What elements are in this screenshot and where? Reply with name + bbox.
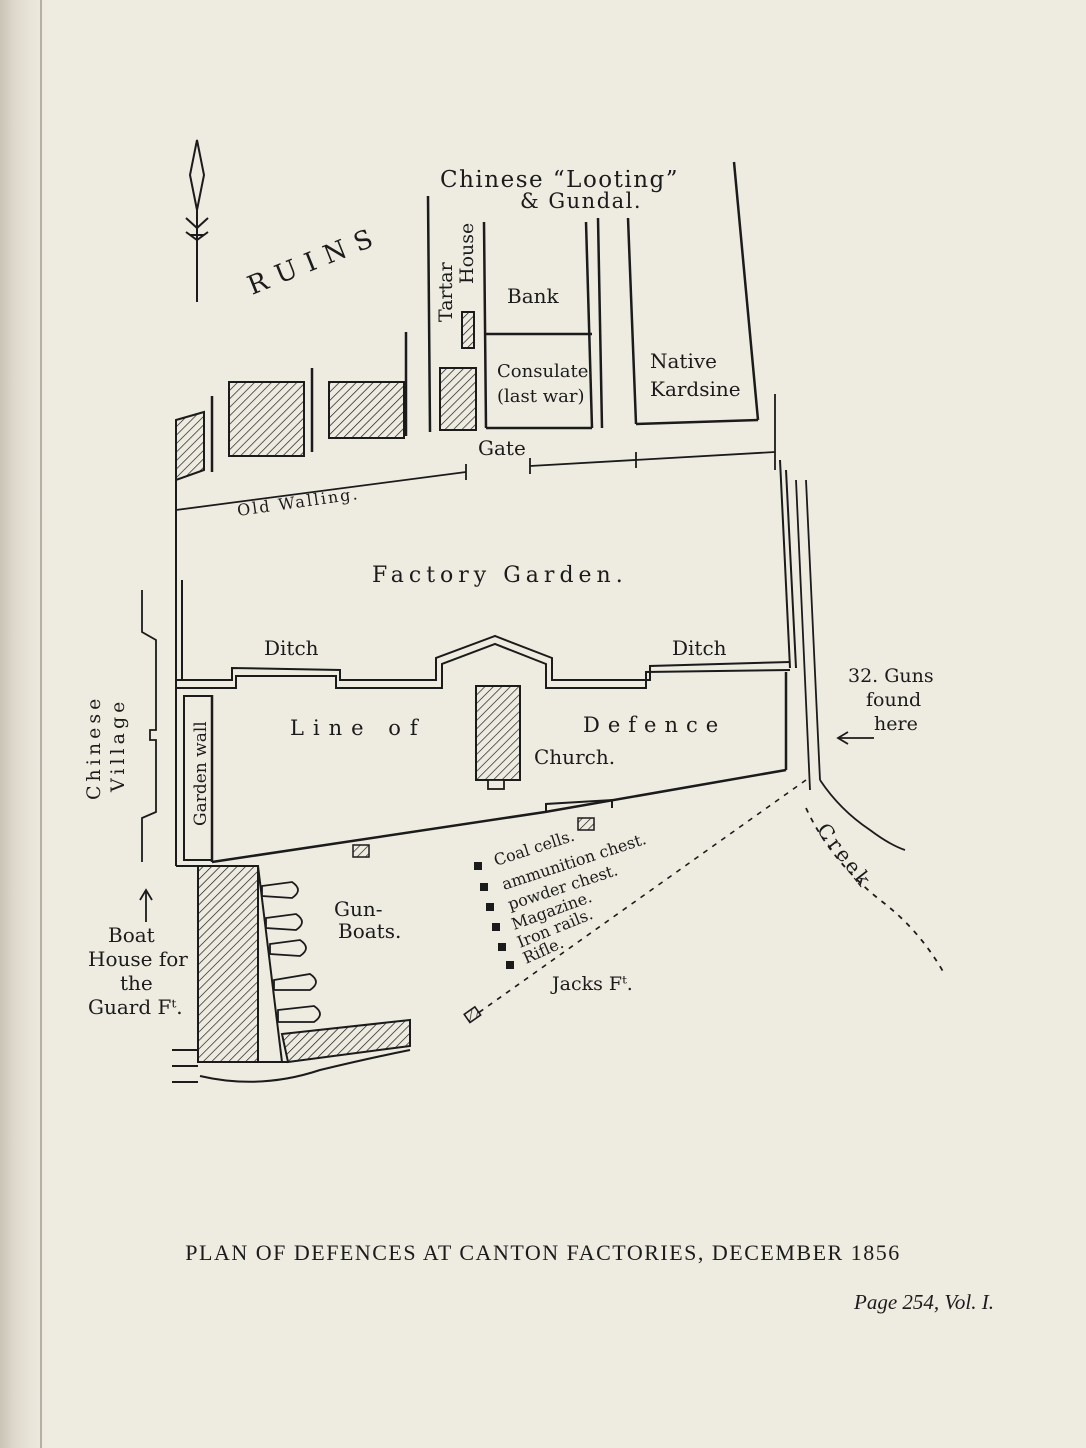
street-lines bbox=[210, 161, 760, 472]
village-boundary bbox=[141, 590, 157, 862]
church-label: Church. bbox=[534, 745, 615, 769]
boat-house-label-line1: Boat bbox=[108, 923, 155, 947]
chinese-label: Chinese bbox=[83, 695, 105, 800]
factory-garden-label: Factory Garden. bbox=[372, 563, 628, 588]
house-label: House bbox=[456, 223, 478, 284]
looting-label-line2: & Gundal. bbox=[520, 189, 642, 213]
block-marker bbox=[577, 817, 595, 831]
stores-markers bbox=[474, 862, 514, 969]
guns-label-line3: here bbox=[874, 713, 918, 735]
tartar-label: Tartar bbox=[435, 261, 457, 322]
boat-house-label-line2: House for bbox=[88, 947, 188, 971]
block-marker bbox=[352, 844, 370, 858]
garden-wall bbox=[183, 695, 213, 861]
gate-label: Gate bbox=[478, 436, 526, 460]
guns-label-line1: 32. Guns bbox=[848, 665, 934, 687]
looting-label-line1: Chinese “Looting” bbox=[440, 167, 679, 193]
old-walling bbox=[175, 394, 776, 511]
creek bbox=[795, 479, 946, 976]
gun-boats-label-line1: Gun- bbox=[334, 897, 383, 921]
church-porch bbox=[487, 779, 505, 790]
boat-house-label-line4: Guard Fᵗ. bbox=[88, 995, 183, 1019]
arrow-left-icon bbox=[836, 731, 874, 745]
defence-label: Defence bbox=[583, 713, 726, 737]
line-of-label: Line of bbox=[290, 716, 427, 740]
village-label: Village bbox=[107, 698, 129, 793]
bastion-marker bbox=[545, 798, 613, 812]
north-arrow-icon bbox=[185, 139, 209, 302]
factory-garden-walls bbox=[175, 459, 797, 866]
ditch-left-label: Ditch bbox=[264, 636, 319, 660]
water-marks bbox=[172, 1049, 411, 1083]
plan-caption: PLAN OF DEFENCES AT CANTON FACTORIES, DE… bbox=[185, 1240, 901, 1265]
jacks-fort-line bbox=[473, 779, 807, 1017]
page-gutter-shadow bbox=[0, 0, 46, 1448]
ditch-right-label: Ditch bbox=[672, 636, 727, 660]
ruins-label: RUINS bbox=[243, 220, 386, 301]
ditch-line bbox=[176, 634, 791, 689]
guns-label-line2: found bbox=[866, 689, 921, 711]
bank-label: Bank bbox=[507, 284, 560, 308]
consulate-label-line1: Consulate bbox=[497, 361, 588, 382]
old-walling-label: Old Walling. bbox=[236, 484, 361, 520]
native-label-line2: Kardsine bbox=[650, 377, 741, 401]
consulate-label-line2: (last war) bbox=[497, 386, 584, 407]
native-label-line1: Native bbox=[650, 349, 717, 373]
church-building bbox=[475, 685, 521, 781]
hatched-buildings bbox=[175, 311, 477, 482]
page-gutter-line bbox=[40, 0, 42, 1448]
boat-house-label-line3: the bbox=[120, 971, 153, 995]
arrow-up-icon bbox=[139, 888, 153, 922]
jacks-fort-label: Jacks Fᵗ. bbox=[550, 973, 633, 995]
garden-wall-label: Garden wall bbox=[191, 721, 211, 826]
gun-boats bbox=[261, 881, 321, 1023]
boat-house bbox=[176, 865, 411, 1064]
page-reference: Page 254, Vol. I. bbox=[854, 1290, 994, 1314]
jacks-fort-marker bbox=[463, 1005, 482, 1024]
gun-boats-label-line2: Boats. bbox=[338, 919, 401, 943]
